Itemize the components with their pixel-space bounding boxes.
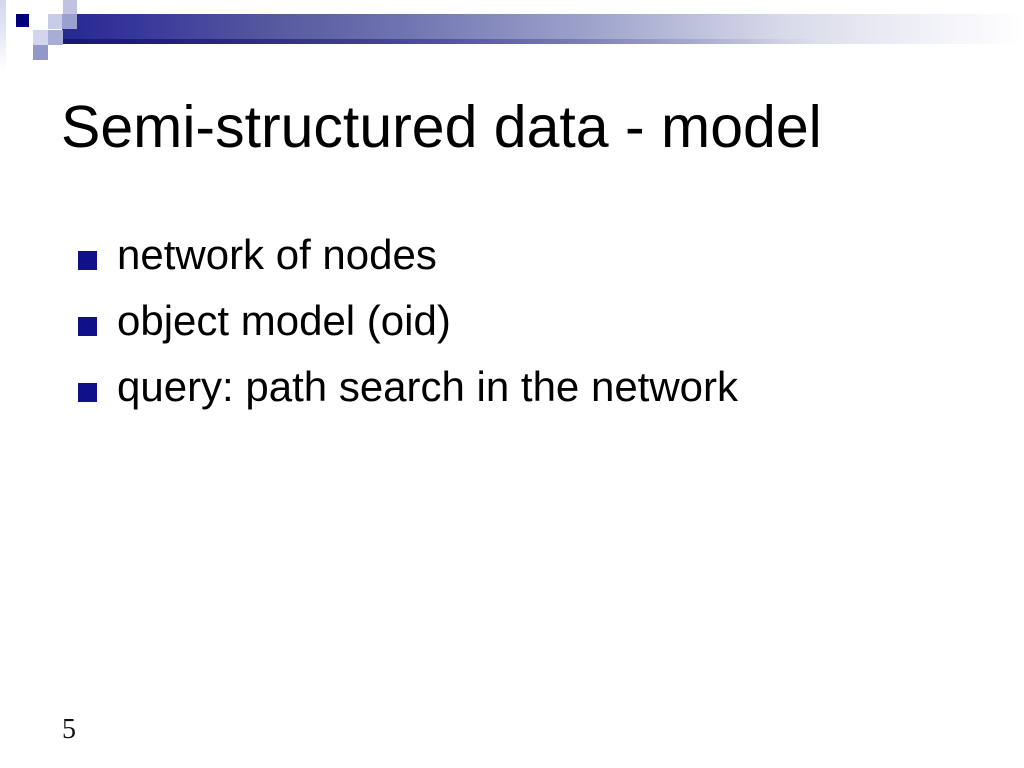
slide-title: Semi-structured data - model xyxy=(61,94,822,160)
bullet-square-icon xyxy=(78,250,97,270)
deco-square-top-lavender xyxy=(63,0,77,14)
deco-square-light-1 xyxy=(48,14,63,29)
bullet-square-icon xyxy=(78,382,97,402)
bullet-text: network of nodes xyxy=(117,231,437,278)
deco-square-bottom xyxy=(33,45,48,60)
bullet-item: object model (oid) xyxy=(78,288,738,354)
bullet-item: query: path search in the network xyxy=(78,354,738,420)
slide-header-decoration xyxy=(0,0,1024,72)
deco-left-gradient-strip xyxy=(0,0,6,72)
deco-square-navy xyxy=(16,14,29,27)
bullet-text: object model (oid) xyxy=(117,297,451,344)
bullet-list: network of nodes object model (oid) quer… xyxy=(78,222,738,420)
bullet-text: query: path search in the network xyxy=(117,363,739,410)
deco-gradient-bar-bottom-edge xyxy=(62,39,822,44)
page-number: 5 xyxy=(62,714,76,745)
bullet-item: network of nodes xyxy=(78,222,738,288)
deco-square-medium-1 xyxy=(62,14,77,29)
bullet-square-icon xyxy=(78,316,97,336)
deco-square-light-2 xyxy=(33,30,48,45)
deco-square-medium-2 xyxy=(48,30,63,45)
